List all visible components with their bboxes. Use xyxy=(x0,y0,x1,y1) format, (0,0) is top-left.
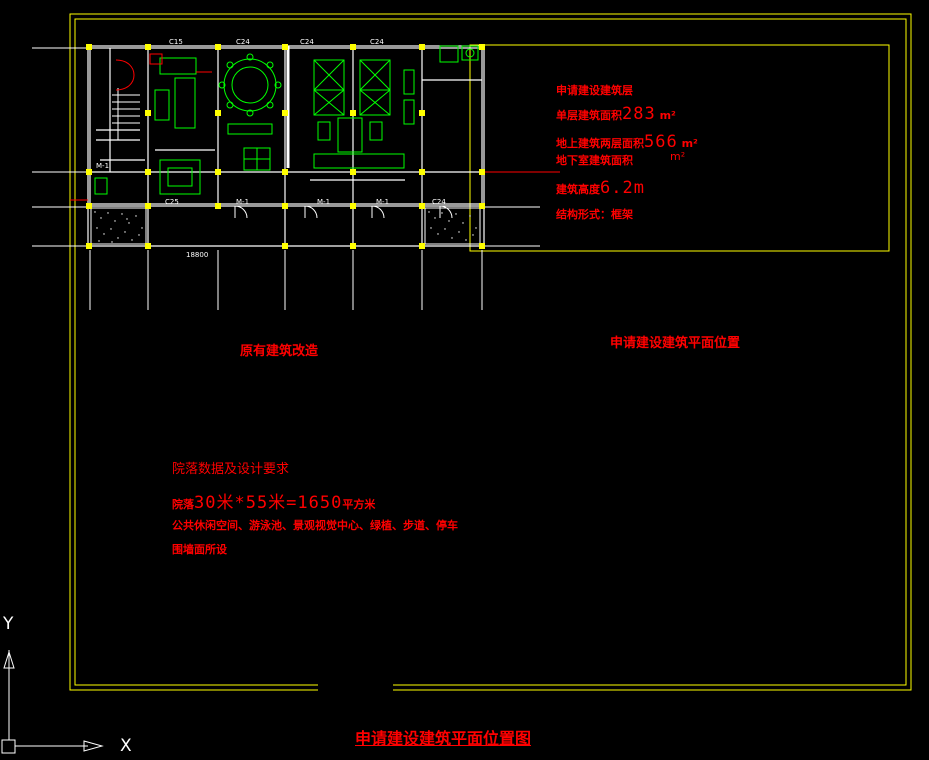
single-floor-area: 单层建筑面积283 m² xyxy=(556,104,676,124)
basement-area-label: 地下室建筑面积 xyxy=(556,154,633,167)
above-ground-area-label: 地上建筑两层面积 xyxy=(556,137,644,150)
round-dining-table xyxy=(218,53,282,135)
axis-lines xyxy=(32,47,560,310)
meeting-table xyxy=(243,147,271,171)
planting-area-right xyxy=(424,207,481,245)
above-ground-area: 地上建筑两层面积566 m² xyxy=(556,132,698,152)
tag-c15: C15 xyxy=(169,38,183,46)
courtyard-area-suffix: 平方米 xyxy=(342,498,376,511)
tag-c25: C25 xyxy=(165,198,179,206)
tag-m1-1: M-1 xyxy=(236,198,250,206)
info-title: 申请建设建筑层 xyxy=(556,84,633,97)
planting-area-left xyxy=(90,207,147,245)
tag-bottom-dimension: 18800 xyxy=(186,251,209,259)
office-furniture xyxy=(94,57,201,195)
above-ground-area-value: 566 xyxy=(644,132,678,152)
tag-m1-4: M-1 xyxy=(96,162,110,170)
building-height: 建筑高度6.2m xyxy=(556,178,645,198)
drawing-title: 申请建设建筑平面位置图 xyxy=(355,729,532,748)
restroom-fixtures xyxy=(439,45,479,63)
tag-c24-2: C24 xyxy=(300,38,314,46)
building-height-label: 建筑高度 xyxy=(556,183,600,196)
above-ground-area-unit: m² xyxy=(681,137,698,150)
tag-c24-4: C24 xyxy=(432,198,446,206)
ucs-icon[interactable] xyxy=(1,650,104,754)
building-height-value: 6.2 xyxy=(600,178,634,198)
single-floor-area-label: 单层建筑面积 xyxy=(556,109,622,122)
basement-area: 地下室建筑面积 xyxy=(556,152,633,168)
tag-m1-3: M-1 xyxy=(376,198,390,206)
door-swings xyxy=(234,205,453,219)
tag-c24-1: C24 xyxy=(236,38,250,46)
courtyard-area-prefix: 院落 xyxy=(172,498,194,511)
ucs-y-label: Y xyxy=(3,614,14,634)
courtyard-area: 院落30米*55米=1650平方米 xyxy=(172,488,375,513)
structural-columns xyxy=(86,44,485,249)
building-height-unit: m xyxy=(633,178,645,198)
single-floor-area-value: 283 xyxy=(622,104,656,124)
existing-renovation-label: 原有建筑改造 xyxy=(240,344,319,359)
planned-position-label: 申请建设建筑平面位置 xyxy=(610,336,741,351)
courtyard-heading: 院落数据及设计要求 xyxy=(172,462,290,477)
site-boundary xyxy=(69,13,912,691)
red-annotation-marks xyxy=(70,53,212,201)
courtyard-requirements-2: 围墙面所设 xyxy=(172,543,227,556)
staircase xyxy=(112,59,140,140)
ucs-x-label: X xyxy=(120,736,132,756)
tag-m1-2: M-1 xyxy=(317,198,331,206)
structure-type: 结构形式：框架 xyxy=(556,208,633,221)
courtyard-requirements-1: 公共休闲空间、游泳池、景观视觉中心、绿植、步道、停车 xyxy=(172,519,458,532)
info-box xyxy=(469,44,890,252)
lounge-furniture xyxy=(313,59,415,169)
basement-area-unit: m² xyxy=(670,150,686,163)
tag-c24-3: C24 xyxy=(370,38,384,46)
courtyard-area-formula: 30米*55米=1650 xyxy=(194,493,343,513)
single-floor-area-unit: m² xyxy=(659,109,676,122)
